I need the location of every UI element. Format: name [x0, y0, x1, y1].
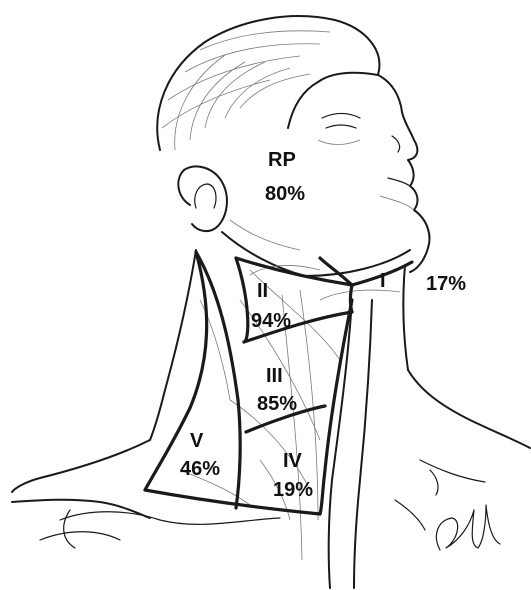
head-drawing: [157, 16, 429, 276]
level-percent-i: 17%: [426, 273, 466, 295]
level-name-iii: III: [266, 365, 283, 387]
shoulder-left: [12, 440, 150, 492]
neck-drawing: [12, 250, 530, 588]
level-name-i: I: [380, 270, 386, 292]
label-v: V 46%: [180, 430, 220, 480]
label-rp: RP 80%: [265, 149, 305, 205]
face-profile: [378, 75, 429, 272]
level-percent-rp: 80%: [265, 183, 305, 205]
shoulder-right: [408, 370, 530, 448]
level-percent-ii: 94%: [251, 310, 291, 332]
level-percent-iii: 85%: [257, 393, 297, 415]
level-name-iv: IV: [283, 450, 303, 472]
ear: [178, 166, 227, 231]
level-percent-iv: 19%: [273, 479, 313, 501]
level-name-v: V: [190, 430, 204, 452]
label-ii: II 94%: [251, 280, 291, 332]
level-name-ii: II: [257, 280, 268, 302]
hair-outline: [157, 16, 379, 150]
level-percent-v: 46%: [180, 458, 220, 480]
level-name-rp: RP: [268, 149, 296, 171]
label-iv: IV 19%: [273, 450, 313, 501]
artist-signature: [436, 505, 500, 550]
